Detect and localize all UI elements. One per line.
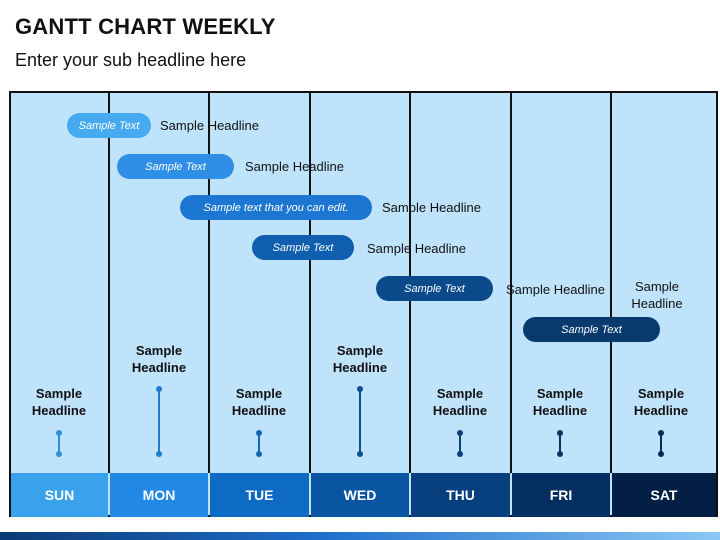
milestone-marker-mon <box>158 389 160 454</box>
day-divider <box>108 93 110 473</box>
task-headline-5: Sample Headline <box>506 282 606 297</box>
task-bar-6[interactable]: Sample Text <box>523 317 660 342</box>
milestone-dot <box>658 451 664 457</box>
milestone-dot <box>557 451 563 457</box>
task-headline-6: Sample Headline <box>631 279 683 311</box>
task-headline-2: Sample Headline <box>245 159 345 174</box>
milestone-dot <box>256 451 262 457</box>
page-subtitle: Enter your sub headline here <box>15 50 247 70</box>
day-divider <box>610 93 612 473</box>
milestone-marker-sun <box>58 433 60 454</box>
page-title: GANTT CHART WEEKLY <box>15 14 276 39</box>
day-cell-wed: WED <box>311 473 409 517</box>
day-divider <box>510 93 512 473</box>
day-cell-mon: MON <box>110 473 208 517</box>
day-cell-fri: FRI <box>512 473 610 517</box>
milestone-dot <box>156 386 162 392</box>
day-cell-tue: TUE <box>210 473 309 517</box>
milestone-dot <box>457 430 463 436</box>
footer-accent-bar <box>0 532 720 540</box>
task-bar-1[interactable]: Sample Text <box>67 113 151 138</box>
milestone-dot <box>357 451 363 457</box>
task-bar-4[interactable]: Sample Text <box>252 235 354 260</box>
milestone-marker-thu <box>459 433 461 454</box>
milestone-dot <box>457 451 463 457</box>
day-cell-sat: SAT <box>612 473 716 517</box>
milestone-marker-fri <box>559 433 561 454</box>
task-bar-5[interactable]: Sample Text <box>376 276 493 301</box>
milestone-marker-wed <box>359 389 361 454</box>
milestone-dot <box>156 451 162 457</box>
milestone-dot <box>56 430 62 436</box>
day-divider <box>309 93 311 473</box>
milestone-dot <box>56 451 62 457</box>
milestone-marker-tue <box>258 433 260 454</box>
day-divider <box>208 93 210 473</box>
milestone-marker-sat <box>660 433 662 454</box>
milestone-dot <box>658 430 664 436</box>
task-headline-3: Sample Headline <box>382 200 482 215</box>
task-headline-1: Sample Headline <box>160 118 260 133</box>
milestone-dot <box>357 386 363 392</box>
milestone-dot <box>256 430 262 436</box>
day-cell-thu: THU <box>411 473 510 517</box>
milestone-dot <box>557 430 563 436</box>
task-bar-3[interactable]: Sample text that you can edit. <box>180 195 372 220</box>
task-bar-2[interactable]: Sample Text <box>117 154 234 179</box>
task-headline-4: Sample Headline <box>367 241 467 256</box>
day-cell-sun: SUN <box>11 473 108 517</box>
